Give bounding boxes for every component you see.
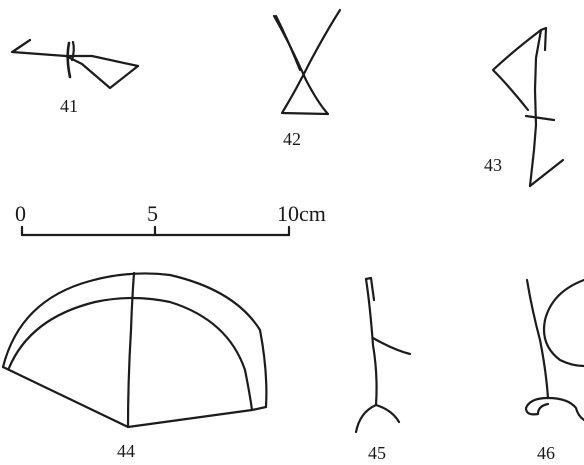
figure-44-drawing [1,271,268,429]
figure-45-label: 45 [368,443,386,463]
figure-43-label: 43 [484,155,502,175]
figure-45-drawing [354,276,412,434]
figure-42-drawing [272,8,342,116]
figure-46-label: 46 [537,443,555,463]
figure-44-label: 44 [117,441,135,461]
figure-41-label: 41 [60,96,78,116]
scale-label-0: 0 [15,201,26,226]
scale-label-10cm: 10cm [277,201,326,226]
scale-bar [20,225,291,237]
figure-41-drawing [10,38,140,90]
figure-46-drawing [524,278,584,422]
scale-label-5: 5 [147,201,158,226]
figure-42-label: 42 [283,129,301,149]
figure-43-drawing [491,26,565,188]
